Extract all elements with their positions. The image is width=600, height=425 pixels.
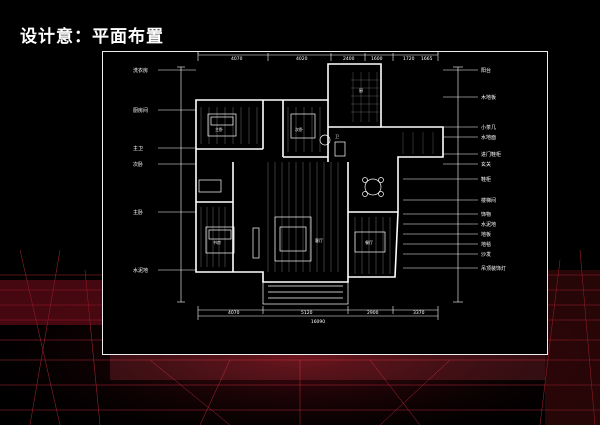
room-label: 卫 — [335, 134, 339, 139]
callout-label: 鞋柜 — [481, 176, 491, 183]
callout-label: 木地板 — [481, 94, 496, 101]
callout-label: 地毯 — [481, 241, 491, 248]
dimension-label: 4020 — [296, 56, 308, 62]
dimension-label: 4070 — [228, 310, 240, 316]
room-label: 客厅 — [315, 237, 323, 243]
callout-label: 洗衣房 — [133, 67, 148, 74]
room-label: 次卧 — [295, 126, 303, 132]
callout-label: 进门鞋柜 — [481, 151, 501, 158]
floor-plan-board: 16090 4070 4020 2400 1600 1720 1665 4070… — [102, 47, 548, 355]
room-label: 书房 — [213, 239, 221, 245]
callout-label: 吊顶装饰灯 — [481, 265, 506, 272]
dimension-label: 3370 — [413, 310, 425, 316]
callout-label: 主卫 — [133, 145, 143, 152]
callout-label: 楼梯间 — [481, 197, 496, 204]
dimension-label: 1720 — [403, 56, 415, 62]
room-label: 主卧 — [215, 126, 223, 132]
callout-label: 地板 — [481, 231, 491, 238]
dimension-label: 1665 — [421, 56, 433, 62]
callout-label: 主卧 — [133, 209, 143, 216]
dimension-label: 4070 — [231, 56, 243, 62]
dimension-label: 2400 — [343, 56, 355, 62]
callout-label: 小茶几 — [481, 124, 496, 131]
top-total-dimension: 16090 — [311, 52, 325, 53]
dimension-label: 2900 — [367, 310, 379, 316]
floor-plan-drawing: 16090 4070 4020 2400 1600 1720 1665 4070… — [133, 47, 506, 325]
dimension-label: 1600 — [371, 56, 383, 62]
callout-label: 阳台 — [481, 67, 491, 74]
page-title: 设计意：平面布置 — [20, 27, 164, 47]
callout-label: 厨房间 — [133, 107, 148, 114]
callout-label: 饰物 — [481, 211, 491, 218]
bottom-total-dimension: 16090 — [311, 319, 325, 325]
room-label: 厨 — [359, 87, 363, 93]
callout-label: 水泥地 — [481, 221, 496, 228]
callout-label: 沙发 — [481, 251, 491, 258]
room-label: 餐厅 — [365, 239, 373, 245]
callout-label: 玄关 — [481, 161, 491, 168]
callout-label: 水地面 — [481, 134, 496, 141]
callout-label: 次卧 — [133, 161, 143, 168]
callout-label: 水泥地 — [133, 267, 148, 274]
dimension-label: 5120 — [301, 310, 313, 316]
